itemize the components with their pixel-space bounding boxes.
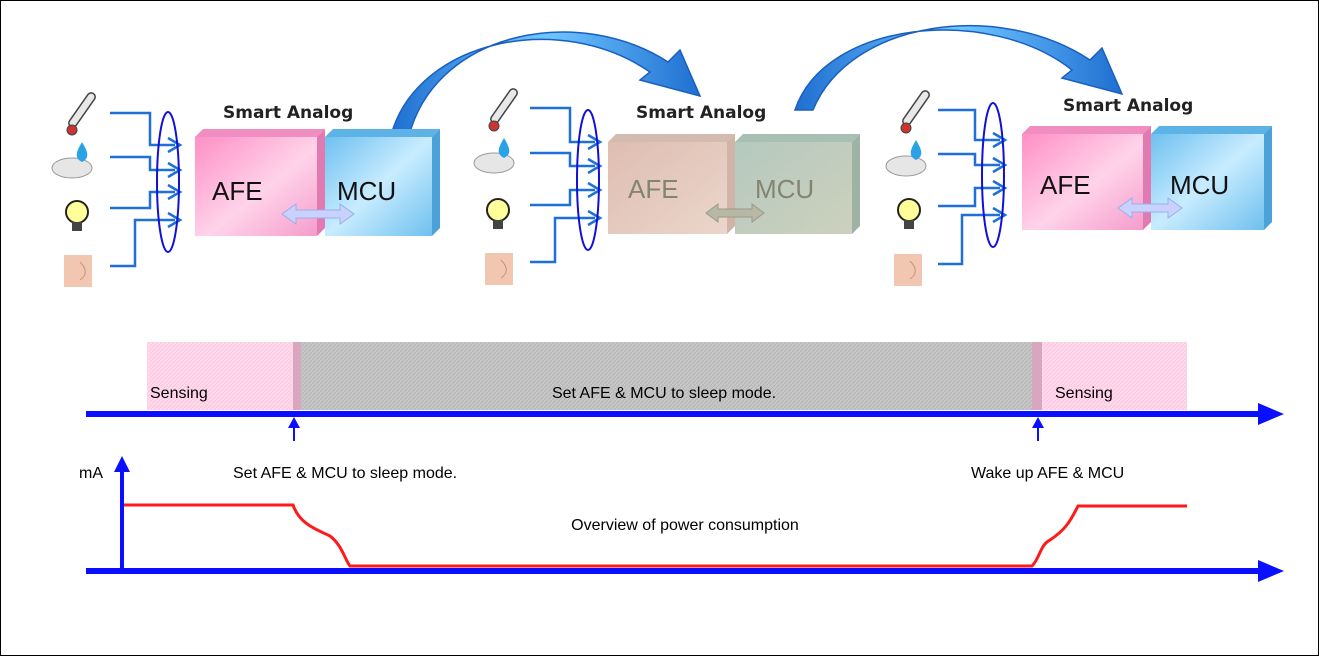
sensing-band-2 <box>1042 342 1187 410</box>
power-chart: mA Overview of power consumption <box>79 456 1284 582</box>
module-brand: Smart Analog <box>223 103 353 123</box>
mux-ellipse <box>576 109 600 251</box>
bidirectional-arrow-icon <box>705 203 765 223</box>
bidirectional-arrow-icon <box>281 203 355 225</box>
face-sensor-icon <box>64 255 92 287</box>
afe-label: AFE <box>212 176 263 206</box>
afe-block: AFE <box>195 129 325 236</box>
x-axis <box>86 560 1284 582</box>
face-sensor-icon <box>894 254 922 286</box>
afe-block-sleep: AFE <box>608 134 735 234</box>
thermometer-icon <box>66 92 96 136</box>
mcu-label: MCU <box>755 174 814 204</box>
bidirectional-arrow-icon <box>1117 197 1183 219</box>
module-2: Smart Analog AFE MCU <box>473 88 860 285</box>
sensing-band-1 <box>147 342 293 410</box>
transition-band-2 <box>1032 342 1042 410</box>
transition-arrow-2 <box>793 25 1124 111</box>
y-axis <box>114 456 130 570</box>
timeline-axis <box>86 403 1284 425</box>
face-sensor-icon <box>485 253 513 285</box>
event-marker-wake <box>1032 417 1044 441</box>
sensor-wires <box>938 108 1008 266</box>
transition-arrow-1 <box>390 31 702 133</box>
sensor-wires <box>110 111 183 268</box>
y-axis-label: mA <box>79 465 103 482</box>
light-bulb-icon <box>65 200 89 231</box>
mux-ellipse <box>156 111 180 253</box>
module-brand: Smart Analog <box>636 103 766 123</box>
transition-band-1 <box>293 342 301 410</box>
current-trace <box>124 503 1187 568</box>
thermometer-icon <box>900 90 930 134</box>
phase-label-sleep: Set AFE & MCU to sleep mode. <box>552 385 776 402</box>
afe-label: AFE <box>628 174 679 204</box>
event-label-sleep: Set AFE & MCU to sleep mode. <box>233 465 457 482</box>
module-1: Smart Analog AFE MCU <box>51 92 440 287</box>
mcu-block: MCU <box>325 129 440 236</box>
mux-ellipse <box>981 102 1005 248</box>
phase-label-sensing: Sensing <box>150 385 208 402</box>
sleep-band <box>301 342 1032 410</box>
mcu-label: MCU <box>1170 170 1229 200</box>
humidity-icon <box>885 140 927 177</box>
sensor-wires <box>530 106 603 264</box>
timeline-phases: Sensing Set AFE & MCU to sleep mode. Sen… <box>147 342 1187 410</box>
thermometer-icon <box>488 88 518 132</box>
chart-caption: Overview of power consumption <box>571 517 799 534</box>
afe-label: AFE <box>1040 170 1091 200</box>
afe-block: AFE <box>1022 126 1151 230</box>
mcu-block: MCU <box>1151 126 1272 230</box>
event-marker-sleep <box>288 417 300 441</box>
phase-label-sensing: Sensing <box>1055 385 1113 402</box>
light-bulb-icon <box>897 198 921 229</box>
module-brand: Smart Analog <box>1063 96 1193 116</box>
mcu-label: MCU <box>337 176 396 206</box>
humidity-icon <box>51 142 93 179</box>
light-bulb-icon <box>486 198 510 229</box>
humidity-icon <box>473 138 515 174</box>
event-label-wake: Wake up AFE & MCU <box>971 465 1124 482</box>
module-3: Smart Analog AFE MCU <box>885 90 1272 286</box>
